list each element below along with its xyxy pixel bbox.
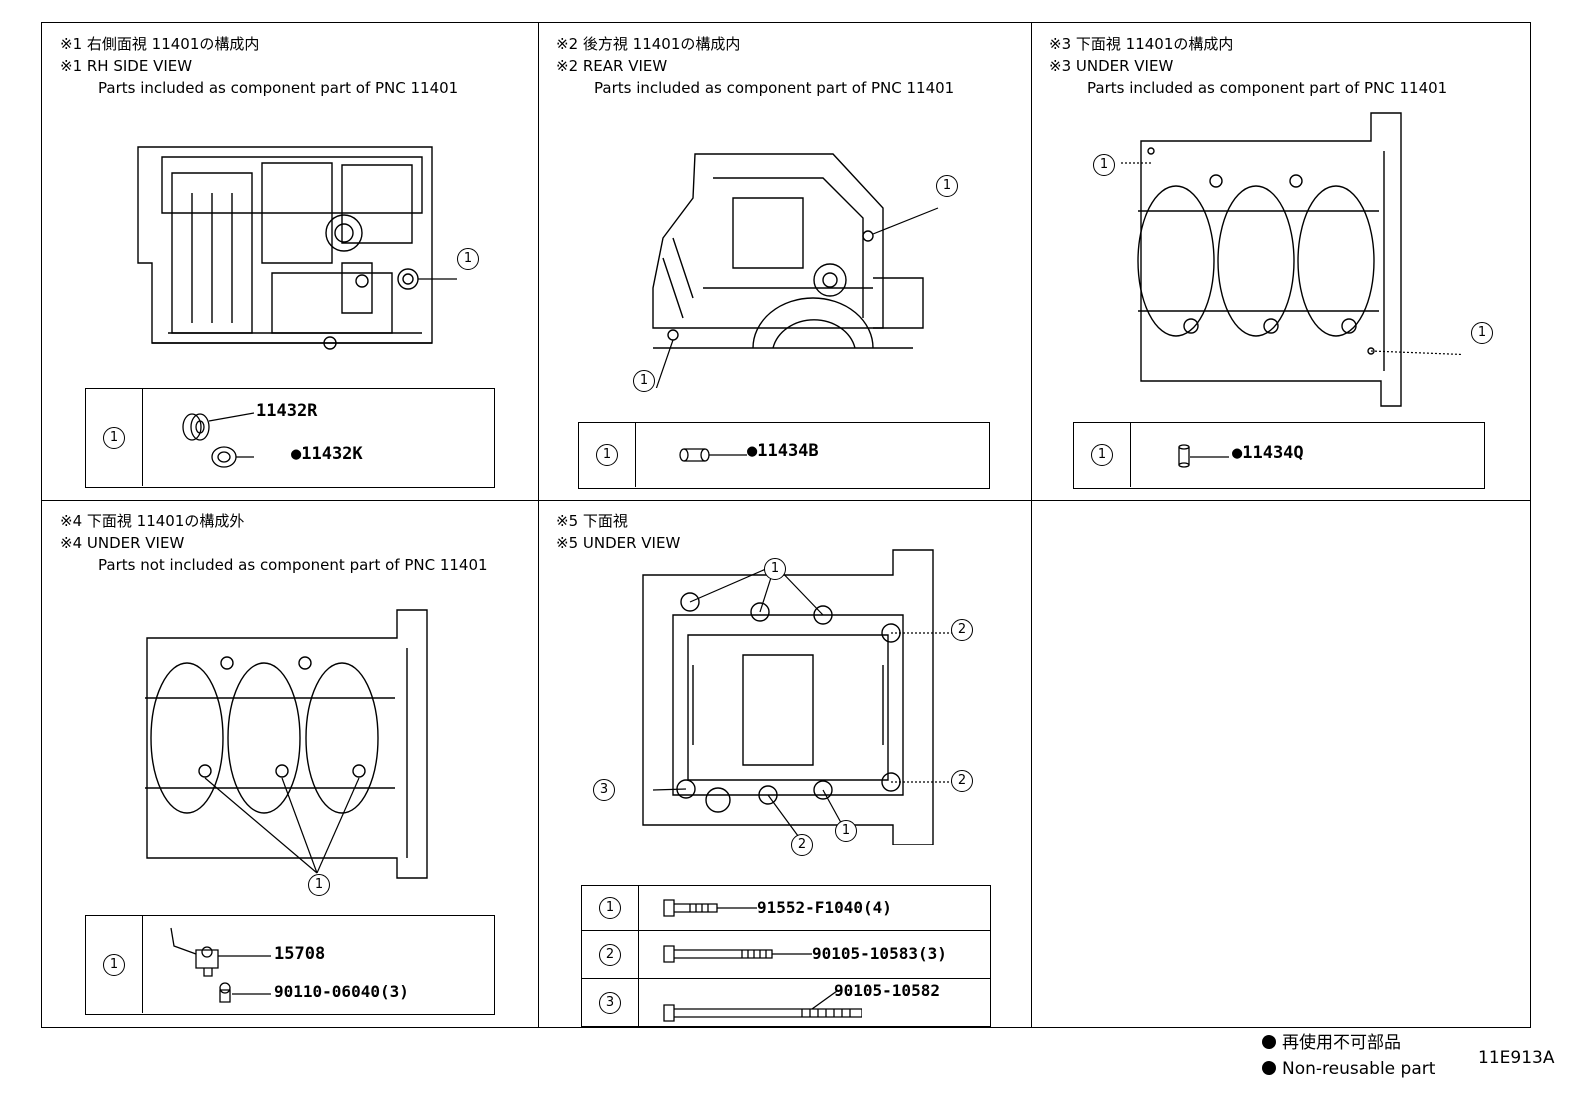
part-number: 90105-10583(3) <box>812 944 947 963</box>
callout-2: 2 <box>951 770 973 792</box>
filled-dot-icon <box>1262 1061 1276 1075</box>
parts-row: 1 ●11434B <box>579 423 989 487</box>
panel-rear-view: ※2 後方視 11401の構成内 ※2 REAR VIEW Parts incl… <box>538 23 1031 500</box>
callout-1: 1 <box>1471 322 1493 344</box>
parts-table: 1 ●11434B <box>578 422 990 489</box>
row-key: 1 <box>582 886 639 930</box>
parts-row: 1 11432R ●11432K <box>86 389 494 486</box>
panel-title-jp: ※5 下面視 <box>556 512 628 530</box>
callout-3: 3 <box>593 779 615 801</box>
part-number: 90105-10582 <box>834 981 940 1000</box>
bolt-short-drawing <box>663 899 757 917</box>
filled-dot-icon <box>1262 1035 1276 1049</box>
parts-table: 1 91552-F1040(4) 2 <box>581 885 991 1027</box>
row-key-number: 2 <box>599 943 621 966</box>
row-key: 1 <box>579 423 636 487</box>
row-key: 3 <box>582 979 639 1026</box>
row-key: 1 <box>86 916 143 1013</box>
bolt-long-drawing <box>663 990 862 1022</box>
legend-en: Non-reusable part <box>1282 1059 1436 1079</box>
parts-row: 3 90105-10582 <box>582 978 990 1026</box>
panel-rh-side-view: ※1 右側面視 11401の構成内 ※1 RH SIDE VIEW Parts … <box>42 23 538 500</box>
panel-title-en: ※5 UNDER VIEW <box>556 534 681 552</box>
panel-header: ※3 下面視 11401の構成内 ※3 UNDER VIEW Parts inc… <box>1049 33 1447 99</box>
part-number: ●11434B <box>747 441 819 461</box>
panel-header: ※5 下面視 ※5 UNDER VIEW <box>556 510 680 554</box>
part-number: 91552-F1040(4) <box>757 898 892 917</box>
callout-2: 2 <box>951 619 973 641</box>
diagram-sheet: ※1 右側面視 11401の構成内 ※1 RH SIDE VIEW Parts … <box>41 22 1531 1028</box>
panel-title-jp: ※3 下面視 11401の構成内 <box>1049 35 1234 53</box>
panel-title-en: ※1 RH SIDE VIEW <box>60 57 193 75</box>
callout-1: 1 <box>764 558 786 580</box>
part-number: 11432R <box>256 401 318 421</box>
legend-en-row: Non-reusable part <box>1262 1056 1435 1082</box>
panel-note: Parts not included as component part of … <box>98 556 488 574</box>
row-key-number: 1 <box>596 444 618 466</box>
engine-block-rh-side-drawing <box>137 146 457 350</box>
panel-under-view-3: ※3 下面視 11401の構成内 ※3 UNDER VIEW Parts inc… <box>1031 23 1530 500</box>
illustration-code: 11E913A <box>1478 1048 1555 1068</box>
legend: 再使用不可部品 Non-reusable part <box>1262 1030 1435 1082</box>
parts-row: 1 91552-F1040(4) <box>582 886 990 930</box>
panel-title-en: ※4 UNDER VIEW <box>60 534 185 552</box>
row-key: 1 <box>1074 423 1131 487</box>
panel-header: ※1 右側面視 11401の構成内 ※1 RH SIDE VIEW Parts … <box>60 33 458 99</box>
parts-row: 1 ●11434Q <box>1074 423 1484 487</box>
sensor-part-drawing <box>170 927 271 1003</box>
plug-part-drawing <box>182 412 254 468</box>
panel-title-jp: ※4 下面視 11401の構成外 <box>60 512 245 530</box>
parts-row: 2 90105-10583(3) <box>582 930 990 978</box>
divider <box>538 23 539 1027</box>
callout-1: 1 <box>936 175 958 197</box>
part-number: 90110-06040(3) <box>274 982 409 1001</box>
row-key-number: 1 <box>599 897 621 919</box>
row-key-number: 3 <box>599 991 621 1014</box>
engine-block-under-drawing <box>145 609 428 879</box>
legend-jp: 再使用不可部品 <box>1282 1033 1401 1053</box>
panel-title-en: ※2 REAR VIEW <box>556 57 668 75</box>
parts-table: 1 11432R ●11432K <box>85 388 495 488</box>
engine-block-rear-drawing <box>652 153 939 388</box>
row-key: 1 <box>86 389 143 486</box>
sleeve-part-drawing <box>1178 444 1229 468</box>
panel-under-view-5: ※5 下面視 ※5 UNDER VIEW <box>538 500 1031 1027</box>
row-key-number: 1 <box>103 426 125 449</box>
panel-header: ※2 後方視 11401の構成内 ※2 REAR VIEW Parts incl… <box>556 33 954 99</box>
parts-table: 1 ●11434Q <box>1073 422 1485 489</box>
bolt-medium-drawing <box>663 945 812 963</box>
parts-row: 1 15708 90110-06040(3) <box>86 916 494 1013</box>
legend-jp-row: 再使用不可部品 <box>1262 1030 1435 1056</box>
callout-1: 1 <box>457 248 479 270</box>
panel-header: ※4 下面視 11401の構成外 ※4 UNDER VIEW Parts not… <box>60 510 488 576</box>
callout-1: 1 <box>633 370 655 392</box>
panel-note: Parts included as component part of PNC … <box>594 79 955 97</box>
row-key: 2 <box>582 931 639 978</box>
engine-block-under-drawing <box>1121 112 1461 407</box>
callout-1: 1 <box>1093 154 1115 176</box>
panel-title-jp: ※2 後方視 11401の構成内 <box>556 35 741 53</box>
callout-1: 1 <box>308 874 330 896</box>
divider <box>42 500 1530 501</box>
row-key-number: 1 <box>103 953 125 976</box>
parts-table: 1 15708 90110-06040(3) <box>85 915 495 1015</box>
part-number: 15708 <box>274 944 326 964</box>
panel-note: Parts included as component part of PNC … <box>1087 79 1448 97</box>
callout-1: 1 <box>835 820 857 842</box>
panel-note: Parts included as component part of PNC … <box>98 79 459 97</box>
row-key-number: 1 <box>1091 444 1113 466</box>
panel-title-jp: ※1 右側面視 11401の構成内 <box>60 35 260 53</box>
divider <box>1031 23 1032 1027</box>
callout-2: 2 <box>791 834 813 856</box>
panel-under-view-4: ※4 下面視 11401の構成外 ※4 UNDER VIEW Parts not… <box>42 500 538 1027</box>
part-number: ●11434Q <box>1232 443 1304 463</box>
part-number: ●11432K <box>291 444 363 464</box>
pin-part-drawing <box>679 448 747 462</box>
panel-title-en: ※3 UNDER VIEW <box>1049 57 1174 75</box>
oil-pan-under-drawing <box>642 549 956 845</box>
